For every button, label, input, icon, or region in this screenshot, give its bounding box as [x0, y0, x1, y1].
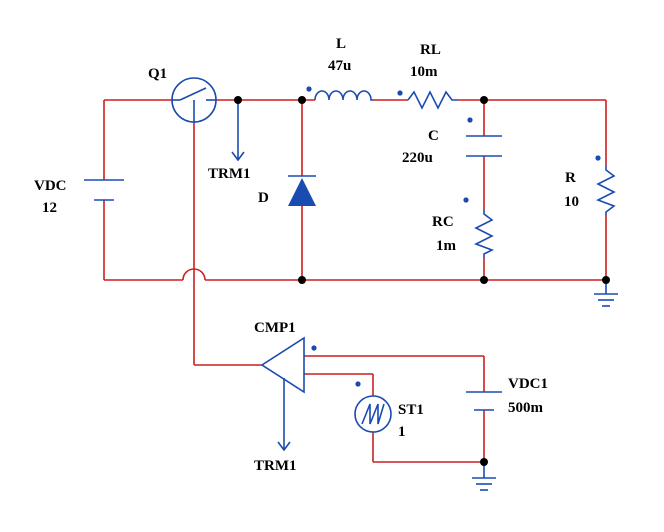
label-l-value: 47u	[328, 58, 351, 74]
label-q1-name: Q1	[148, 66, 167, 82]
label-vdc1-value: 500m	[508, 400, 544, 416]
label-vdc-value: 12	[42, 200, 57, 216]
resistor-r-symbol	[596, 166, 616, 216]
polarity-dot-rc	[463, 197, 469, 203]
junctions	[234, 96, 610, 466]
label-r-name: R	[565, 170, 576, 186]
label-r-value: 10	[564, 194, 579, 210]
label-rl-name: RL	[420, 42, 441, 58]
capacitor-c-symbol	[466, 135, 502, 157]
resistor-rc-symbol	[474, 210, 494, 258]
junction-q1-out	[234, 96, 242, 104]
junction-load-bottom	[602, 276, 610, 284]
resistor-rl-symbol	[407, 90, 458, 110]
label-rc-name: RC	[432, 214, 454, 230]
labels: L 47u RL 10m Q1 C 220u TRM1 D VDC 12 R 1…	[34, 36, 579, 474]
junction-rc-bottom	[480, 276, 488, 284]
label-st1-name: ST1	[398, 402, 424, 418]
reference-source-symbol	[466, 391, 502, 411]
diode-d-symbol	[288, 175, 316, 206]
polarity-dot-inductor	[306, 86, 312, 92]
components	[84, 77, 618, 491]
ground-symbol-control	[472, 462, 496, 491]
label-cmp1-name: CMP1	[254, 320, 296, 336]
switch-q1-symbol	[171, 77, 217, 123]
junction-cap-top	[480, 96, 488, 104]
comparator-symbol	[260, 336, 305, 452]
polarity-dot-st1	[355, 381, 361, 387]
label-trm1-top: TRM1	[208, 166, 251, 182]
label-l-name: L	[336, 36, 346, 52]
label-st1-value: 1	[398, 424, 406, 440]
polarity-dot-cap	[467, 117, 473, 123]
label-vdc1-name: VDC1	[508, 376, 548, 392]
dc-source-symbol	[84, 179, 124, 201]
junction-diode-bottom	[298, 276, 306, 284]
label-vdc-name: VDC	[34, 178, 67, 194]
inductor-l-symbol	[314, 90, 374, 101]
label-c-value: 220u	[402, 150, 433, 166]
polarity-dot-cmp	[311, 345, 317, 351]
polarity-dots	[306, 86, 601, 387]
label-trm1-bottom: TRM1	[254, 458, 297, 474]
label-d-name: D	[258, 190, 269, 206]
junction-diode-top	[298, 96, 306, 104]
probe-arrow-top	[231, 100, 245, 162]
label-rc-value: 1m	[436, 238, 457, 254]
label-rl-value: 10m	[410, 64, 438, 80]
sawtooth-source-symbol	[354, 395, 392, 433]
label-c-name: C	[428, 128, 439, 144]
junction-control-ground	[480, 458, 488, 466]
polarity-dot-rl	[397, 90, 403, 96]
polarity-dot-r	[595, 155, 601, 161]
wires	[103, 99, 607, 463]
